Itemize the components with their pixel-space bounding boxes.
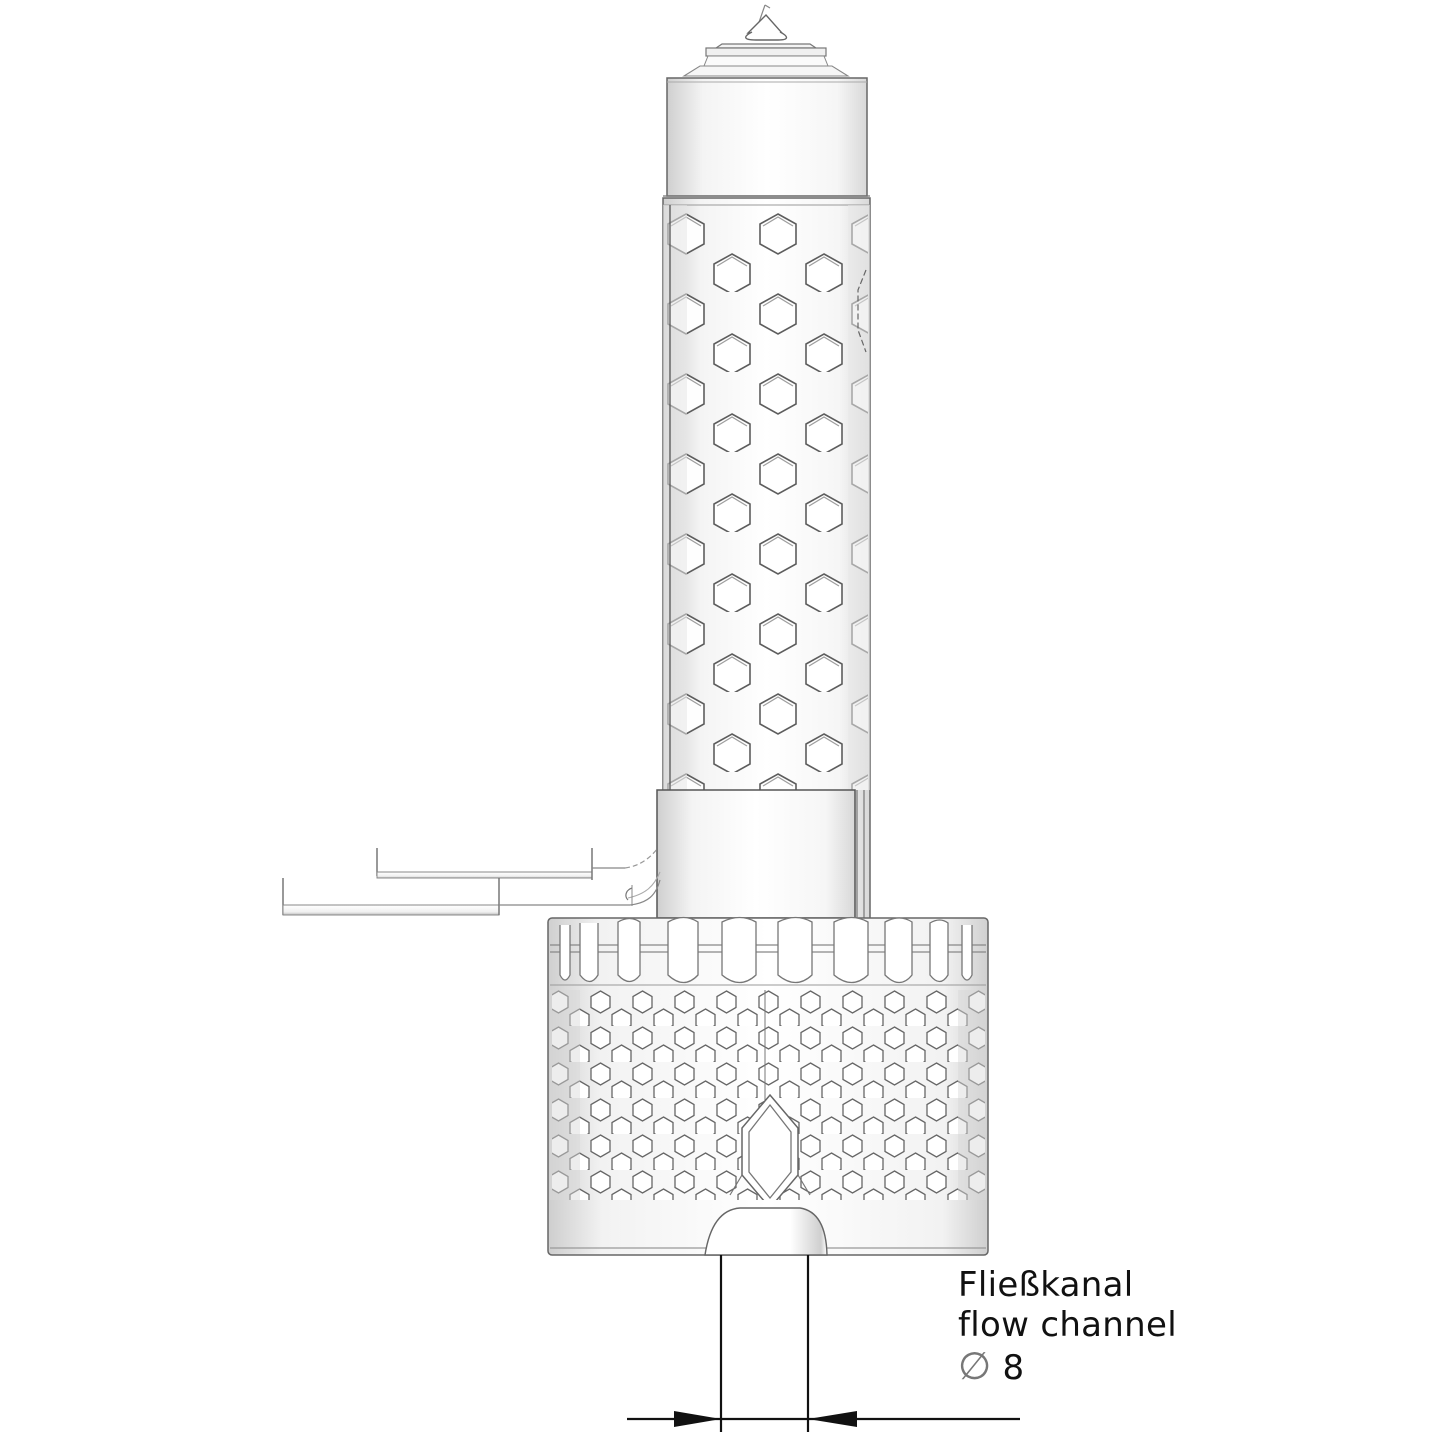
base-crenellation	[550, 916, 986, 986]
top-cap	[663, 77, 870, 197]
collar	[656, 789, 856, 919]
diameter-symbol: ∅	[958, 1344, 992, 1388]
perforated-tube	[662, 197, 871, 921]
cables	[282, 847, 661, 916]
arrow-left	[674, 1411, 721, 1427]
diameter-value: 8	[1002, 1348, 1025, 1388]
tip	[682, 4, 850, 77]
flow-channel-notch	[704, 1207, 828, 1256]
label-english: flow channel	[958, 1305, 1177, 1345]
arrow-right	[808, 1411, 857, 1427]
base	[547, 916, 989, 1256]
flow-channel-dimension	[627, 1255, 1020, 1432]
label-german: Fließkanal	[958, 1265, 1134, 1305]
diameter-label: ∅ 8	[958, 1346, 1024, 1388]
base-diamond-window	[729, 1093, 811, 1210]
